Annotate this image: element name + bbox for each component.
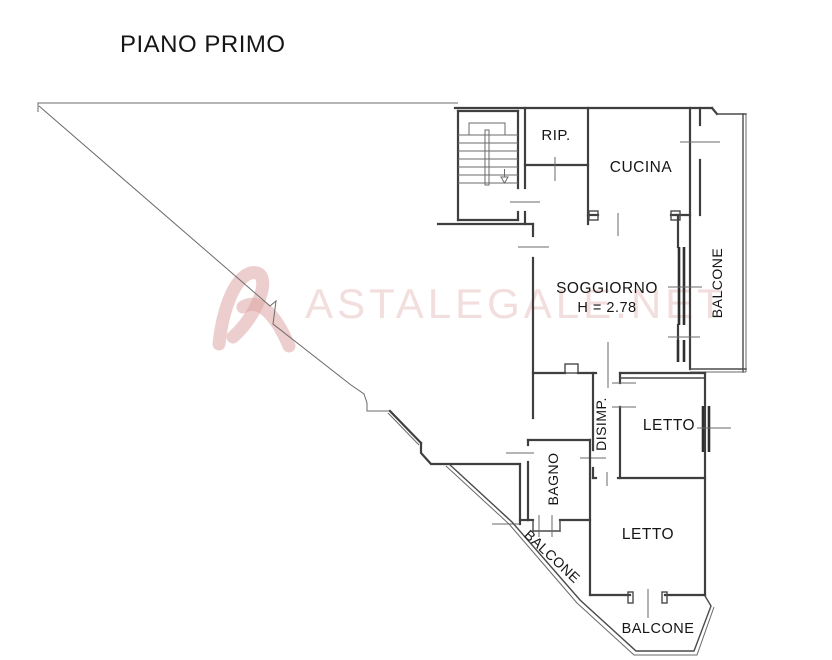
room-soggiorno: SOGGIORNO H = 2.78 [518, 213, 707, 420]
room-rip: RIP. [523, 106, 590, 226]
room-letto-lower: LETTO [588, 526, 707, 618]
stair-steps [458, 134, 518, 184]
room-cucina: CUCINA [586, 106, 720, 371]
outer-walls [436, 106, 747, 226]
room-label-bagno: BAGNO [545, 452, 561, 505]
balcony-door-glyph [532, 515, 561, 537]
page-title: PIANO PRIMO [120, 31, 286, 58]
room-label-balcone-bottom: BALCONE [622, 621, 695, 637]
astalegale-logo-icon [212, 266, 296, 353]
lot-boundary [37, 102, 458, 446]
room-label-soggiorno: SOGGIORNO [556, 280, 658, 297]
watermark-text: ASTALEGALE.NET [305, 280, 727, 327]
window-glyph [697, 406, 731, 452]
room-label-balcone-right: BALCONE [709, 248, 725, 318]
stair-direction-arrow-icon [500, 169, 509, 184]
southwest-walls [388, 409, 530, 526]
room-label-disimp: DISIMP. [593, 397, 609, 451]
balcony-door-glyph [668, 336, 700, 362]
balcone-diagonal-and-bottom: BALCONE BALCONE [445, 463, 715, 656]
room-height-note: H = 2.78 [577, 300, 636, 316]
stairwell [456, 109, 540, 222]
room-label-letto-lower: LETTO [622, 526, 674, 543]
room-label-rip: RIP. [541, 127, 570, 144]
pillar [564, 363, 579, 374]
room-label-cucina: CUCINA [610, 159, 673, 176]
room-disimp: DISIMP. [580, 371, 707, 486]
window-glyph [627, 589, 668, 618]
window-glyph [668, 247, 702, 325]
room-letto-upper: LETTO [619, 371, 731, 597]
room-bagno: BAGNO [506, 438, 592, 597]
balcone-right: BALCONE [689, 113, 747, 373]
watermark: ASTALEGALE.NET [212, 266, 727, 353]
room-label-letto-upper: LETTO [643, 417, 695, 434]
